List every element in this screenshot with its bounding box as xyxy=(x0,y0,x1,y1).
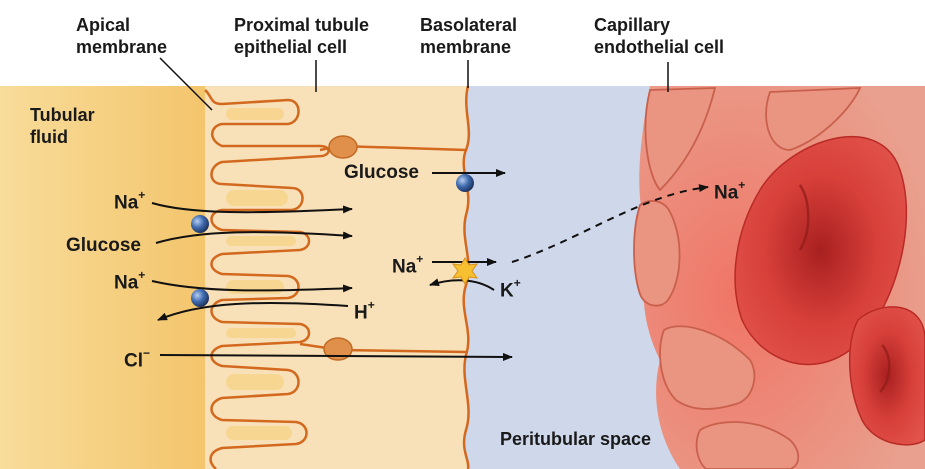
glucose-baso-label: Glucose xyxy=(344,162,419,183)
junction-protein-top xyxy=(328,135,358,159)
glut-transporter xyxy=(456,174,474,192)
apical-leader xyxy=(159,57,213,111)
na-capillary-label: Na+ xyxy=(714,178,746,204)
cl-label: Cl− xyxy=(124,346,151,372)
sglt-transporter xyxy=(191,215,209,233)
k-label: K+ xyxy=(500,276,521,302)
na-antiport-arrow xyxy=(151,280,353,293)
na-k-pump xyxy=(451,256,479,286)
transport-arrows xyxy=(151,169,709,361)
na-apical-label: Na+ xyxy=(114,188,146,214)
leader-lines xyxy=(159,57,669,111)
h-secretion-arrow xyxy=(157,301,349,321)
nhe-transporter xyxy=(191,289,209,307)
na-apical-arrow xyxy=(151,202,353,214)
cl-arrow xyxy=(159,352,513,361)
peritubular-space-label: Peritubular space xyxy=(500,429,652,449)
na-baso-label: Na+ xyxy=(392,252,424,278)
basolateral-membrane xyxy=(462,85,471,469)
microvilli-fingers xyxy=(226,108,296,440)
na-antiport-label: Na+ xyxy=(114,268,146,294)
glucose-apical-arrow xyxy=(155,231,353,244)
red-blood-cell-small xyxy=(848,306,925,446)
transporter-proteins xyxy=(191,174,474,307)
na-to-capillary-arrow xyxy=(511,184,709,263)
glucose-apical-label: Glucose xyxy=(66,235,141,256)
junction-protein-bottom xyxy=(323,337,353,361)
tubular-fluid-region xyxy=(0,86,215,469)
endothelial-cells xyxy=(633,87,862,469)
h-label: H+ xyxy=(354,298,375,324)
